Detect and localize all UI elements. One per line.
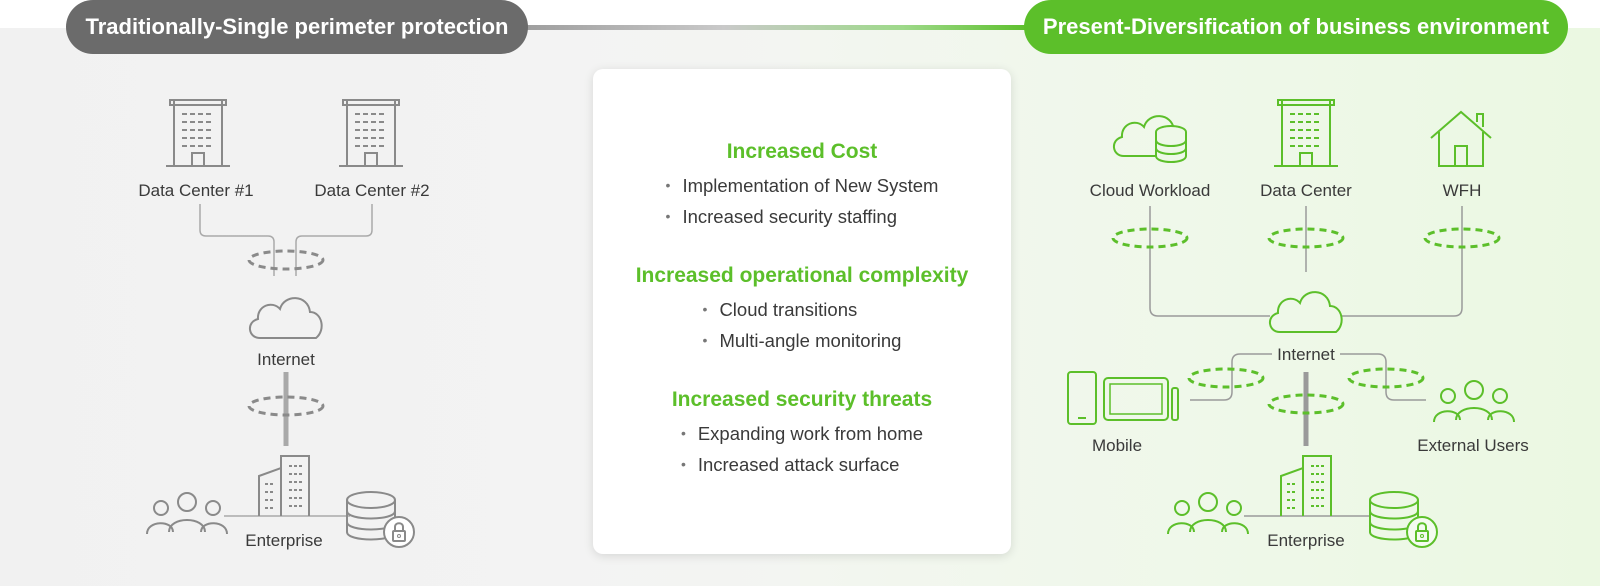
enterprise-building-icon	[1280, 455, 1332, 517]
challenges-card: Increased Cost Implementation of New Sys…	[593, 69, 1011, 554]
bullet-item: Increased security staffing	[666, 202, 939, 233]
mobile-label: Mobile	[1092, 436, 1142, 455]
wfh-label: WFH	[1443, 181, 1482, 200]
section-title: Increased Cost	[726, 140, 878, 163]
right-title-pill: Present-Diversification of business envi…	[1024, 0, 1568, 54]
security-ring-icon	[247, 395, 325, 417]
home-icon	[1430, 111, 1492, 167]
security-ring-icon	[1267, 393, 1345, 415]
section-threats: Increased security threats Expanding wor…	[593, 387, 1011, 481]
security-ring-icon	[1187, 367, 1265, 389]
security-ring-icon	[1111, 227, 1189, 249]
left-title-pill: Traditionally-Single perimeter protectio…	[66, 0, 528, 54]
bullet-list: Implementation of New System Increased s…	[666, 171, 939, 233]
section-cost: Increased Cost Implementation of New Sys…	[593, 139, 1011, 233]
cloud-workload-label: Cloud Workload	[1090, 181, 1211, 200]
database-icon	[1155, 125, 1187, 163]
bullet-item: Expanding work from home	[681, 419, 923, 450]
header-connector-line	[520, 25, 1030, 30]
right-diagram	[1067, 99, 1515, 548]
external-users-label: External Users	[1417, 436, 1528, 455]
data-center-1-icon	[165, 99, 231, 167]
internet-cloud-icon	[1268, 291, 1343, 333]
mobile-devices-icon	[1067, 371, 1179, 425]
data-center-label: Data Center	[1260, 181, 1352, 200]
connector-line	[1190, 353, 1272, 401]
section-title: Increased security threats	[671, 388, 933, 411]
section-complexity: Increased operational complexity Cloud t…	[593, 263, 1011, 357]
external-users-icon	[1433, 380, 1515, 423]
data-center-1-label: Data Center #1	[138, 181, 253, 200]
users-icon	[1167, 492, 1249, 535]
data-center-icon	[1273, 99, 1339, 167]
users-icon	[146, 492, 228, 535]
left-title: Traditionally-Single perimeter protectio…	[85, 14, 509, 39]
connector-line	[1149, 206, 1270, 317]
internet-label: Internet	[257, 350, 315, 369]
bullet-item: Multi-angle monitoring	[703, 326, 901, 357]
secure-database-icon	[346, 491, 415, 548]
left-diagram	[146, 99, 415, 548]
enterprise-building-icon	[258, 455, 310, 517]
connector-line	[1342, 206, 1463, 317]
connector-line	[199, 204, 275, 276]
right-title: Present-Diversification of business envi…	[1042, 14, 1550, 39]
bullet-item: Increased attack surface	[681, 450, 923, 481]
security-ring-icon	[247, 249, 325, 271]
secure-database-icon	[1369, 491, 1438, 548]
bullet-list: Cloud transitions Multi-angle monitoring	[703, 295, 902, 357]
internet-label: Internet	[1277, 345, 1335, 364]
connector-line	[295, 204, 373, 276]
connector-line	[1340, 353, 1426, 401]
bullet-item: Implementation of New System	[666, 171, 938, 202]
data-center-2-icon	[338, 99, 404, 167]
section-title: Increased operational complexity	[635, 264, 969, 287]
security-ring-icon	[1347, 367, 1425, 389]
cloud-icon	[248, 297, 323, 339]
bullet-list: Expanding work from home Increased attac…	[681, 419, 923, 481]
security-ring-icon	[1267, 227, 1345, 249]
data-center-2-label: Data Center #2	[314, 181, 429, 200]
bullet-item: Cloud transitions	[703, 295, 902, 326]
enterprise-label: Enterprise	[1267, 531, 1344, 550]
enterprise-label: Enterprise	[245, 531, 322, 550]
security-ring-icon	[1423, 227, 1501, 249]
